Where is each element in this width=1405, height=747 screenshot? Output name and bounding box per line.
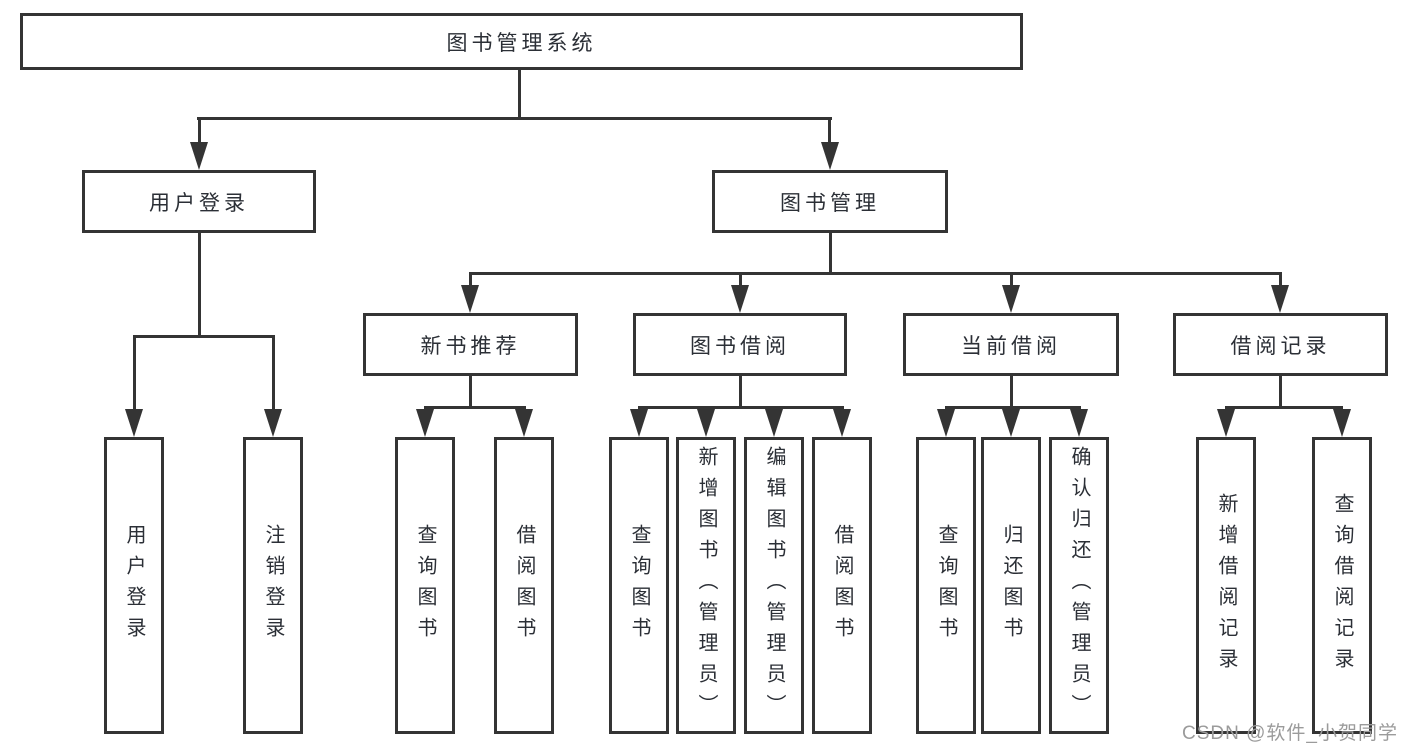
arrowhead-borrow-books-2-icon — [833, 409, 851, 437]
arrowhead-query-books-3-icon — [937, 409, 955, 437]
arrowhead-borrow-records-icon — [1271, 285, 1289, 313]
connector-book-borrow-rail — [638, 406, 844, 409]
leaf-user-login: 用户登录 — [104, 437, 164, 734]
leaf-borrow-books-2: 借阅图书 — [812, 437, 872, 734]
connector-root-trunk — [518, 70, 521, 118]
connector-stem-new-book — [469, 272, 472, 288]
arrowhead-query-record-icon — [1333, 409, 1351, 437]
connector-stem-borrow-records — [1279, 272, 1282, 288]
watermark: CSDN @软件_小贺同学 — [1182, 723, 1398, 744]
connector-user-login-trunk — [198, 233, 201, 337]
connector-current-borrow-trunk — [1010, 376, 1013, 408]
node-current-borrow: 当前借阅 — [903, 313, 1119, 376]
arrowhead-borrow-books-1-icon — [515, 409, 533, 437]
leaf-borrow-books-1: 借阅图书 — [494, 437, 554, 734]
leaf-confirm-return-admin: 确认归还（管理员） — [1049, 437, 1109, 734]
node-book-management: 图书管理 — [712, 170, 948, 233]
arrowhead-return-book-icon — [1002, 409, 1020, 437]
node-new-book-recommend: 新书推荐 — [363, 313, 578, 376]
arrowhead-book-borrow-icon — [731, 285, 749, 313]
arrowhead-current-borrow-icon — [1002, 285, 1020, 313]
connector-stem-leaf-logout — [272, 335, 275, 413]
arrowhead-book-management-icon — [821, 142, 839, 170]
connector-borrow-records-trunk — [1279, 376, 1282, 408]
node-root: 图书管理系统 — [20, 13, 1023, 70]
arrowhead-user-login-icon — [190, 142, 208, 170]
leaf-add-book-admin: 新增图书（管理员） — [676, 437, 736, 734]
arrowhead-query-books-2-icon — [630, 409, 648, 437]
arrowhead-add-book-icon — [697, 409, 715, 437]
connector-stem-user-login — [198, 117, 201, 145]
leaf-return-book: 归还图书 — [981, 437, 1041, 734]
node-book-borrow: 图书借阅 — [633, 313, 847, 376]
arrowhead-leaf-logout-icon — [264, 409, 282, 437]
connector-stem-leaf-user-login — [133, 335, 136, 413]
leaf-query-books-3: 查询图书 — [916, 437, 976, 734]
arrowhead-leaf-user-login-icon — [125, 409, 143, 437]
leaf-query-books-2: 查询图书 — [609, 437, 669, 734]
connector-stem-book-borrow — [739, 272, 742, 288]
arrowhead-add-record-icon — [1217, 409, 1235, 437]
connector-user-login-rail — [133, 335, 275, 338]
arrowhead-new-book-icon — [461, 285, 479, 313]
connector-borrow-records-rail — [1225, 406, 1343, 409]
leaf-logout: 注销登录 — [243, 437, 303, 734]
connector-new-book-trunk — [469, 376, 472, 408]
connector-book-management-rail — [470, 272, 1282, 275]
arrowhead-edit-book-icon — [765, 409, 783, 437]
connector-root-rail — [197, 117, 832, 120]
connector-new-book-rail — [424, 406, 526, 409]
connector-book-management-trunk — [829, 233, 832, 274]
node-borrow-records: 借阅记录 — [1173, 313, 1388, 376]
connector-book-borrow-trunk — [739, 376, 742, 408]
leaf-query-books-1: 查询图书 — [395, 437, 455, 734]
leaf-add-borrow-record: 新增借阅记录 — [1196, 437, 1256, 734]
connector-stem-book-management — [828, 117, 831, 145]
node-user-login: 用户登录 — [82, 170, 316, 233]
leaf-edit-book-admin: 编辑图书（管理员） — [744, 437, 804, 734]
arrowhead-query-books-1-icon — [416, 409, 434, 437]
arrowhead-confirm-return-icon — [1070, 409, 1088, 437]
leaf-query-borrow-record: 查询借阅记录 — [1312, 437, 1372, 734]
connector-stem-current-borrow — [1010, 272, 1013, 288]
connector-current-borrow-rail — [945, 406, 1081, 409]
